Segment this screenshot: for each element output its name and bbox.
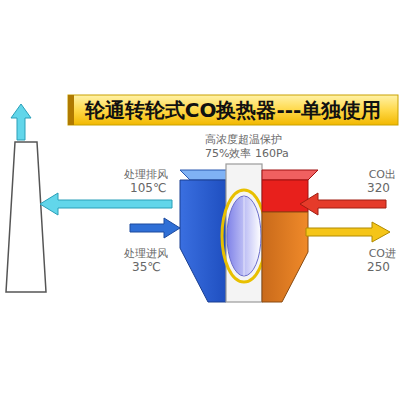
chimney: [6, 142, 46, 292]
protection-note: 高浓度超温保护: [205, 133, 282, 146]
exhaust-arrow: [11, 104, 31, 140]
red-chamber: [262, 180, 308, 212]
wheel-ring: [222, 190, 266, 282]
co-cool-arrow: [306, 222, 390, 242]
blue-chamber: [180, 180, 226, 302]
title-banner: [68, 95, 398, 125]
banner-edge: [68, 95, 74, 125]
flow-label: CO出: [369, 168, 396, 181]
flow-label: CO进: [369, 247, 396, 260]
flow-label: 处理排风: [124, 168, 168, 181]
temperature-label: 35℃: [132, 261, 161, 274]
rotary-wheel: [227, 196, 261, 276]
flow-label: 处理进风: [124, 247, 168, 260]
efficiency-note: 75%效率 160Pa: [205, 147, 289, 160]
temperature-label: 250: [367, 261, 390, 274]
temperature-label: 320: [367, 182, 390, 195]
title-banner-box: 轮通转轮式CO换热器---单独使用: [68, 95, 398, 125]
temperature-label: 105℃: [130, 182, 166, 195]
orange-chamber: [262, 212, 308, 302]
red-chamber-top: [262, 170, 318, 180]
exhaust-air-arrow: [40, 193, 172, 215]
co-hot-arrow: [300, 193, 386, 215]
intake-air-arrow: [130, 218, 180, 238]
diagram-title: 轮通转轮式CO换热器---单独使用: [85, 97, 382, 124]
